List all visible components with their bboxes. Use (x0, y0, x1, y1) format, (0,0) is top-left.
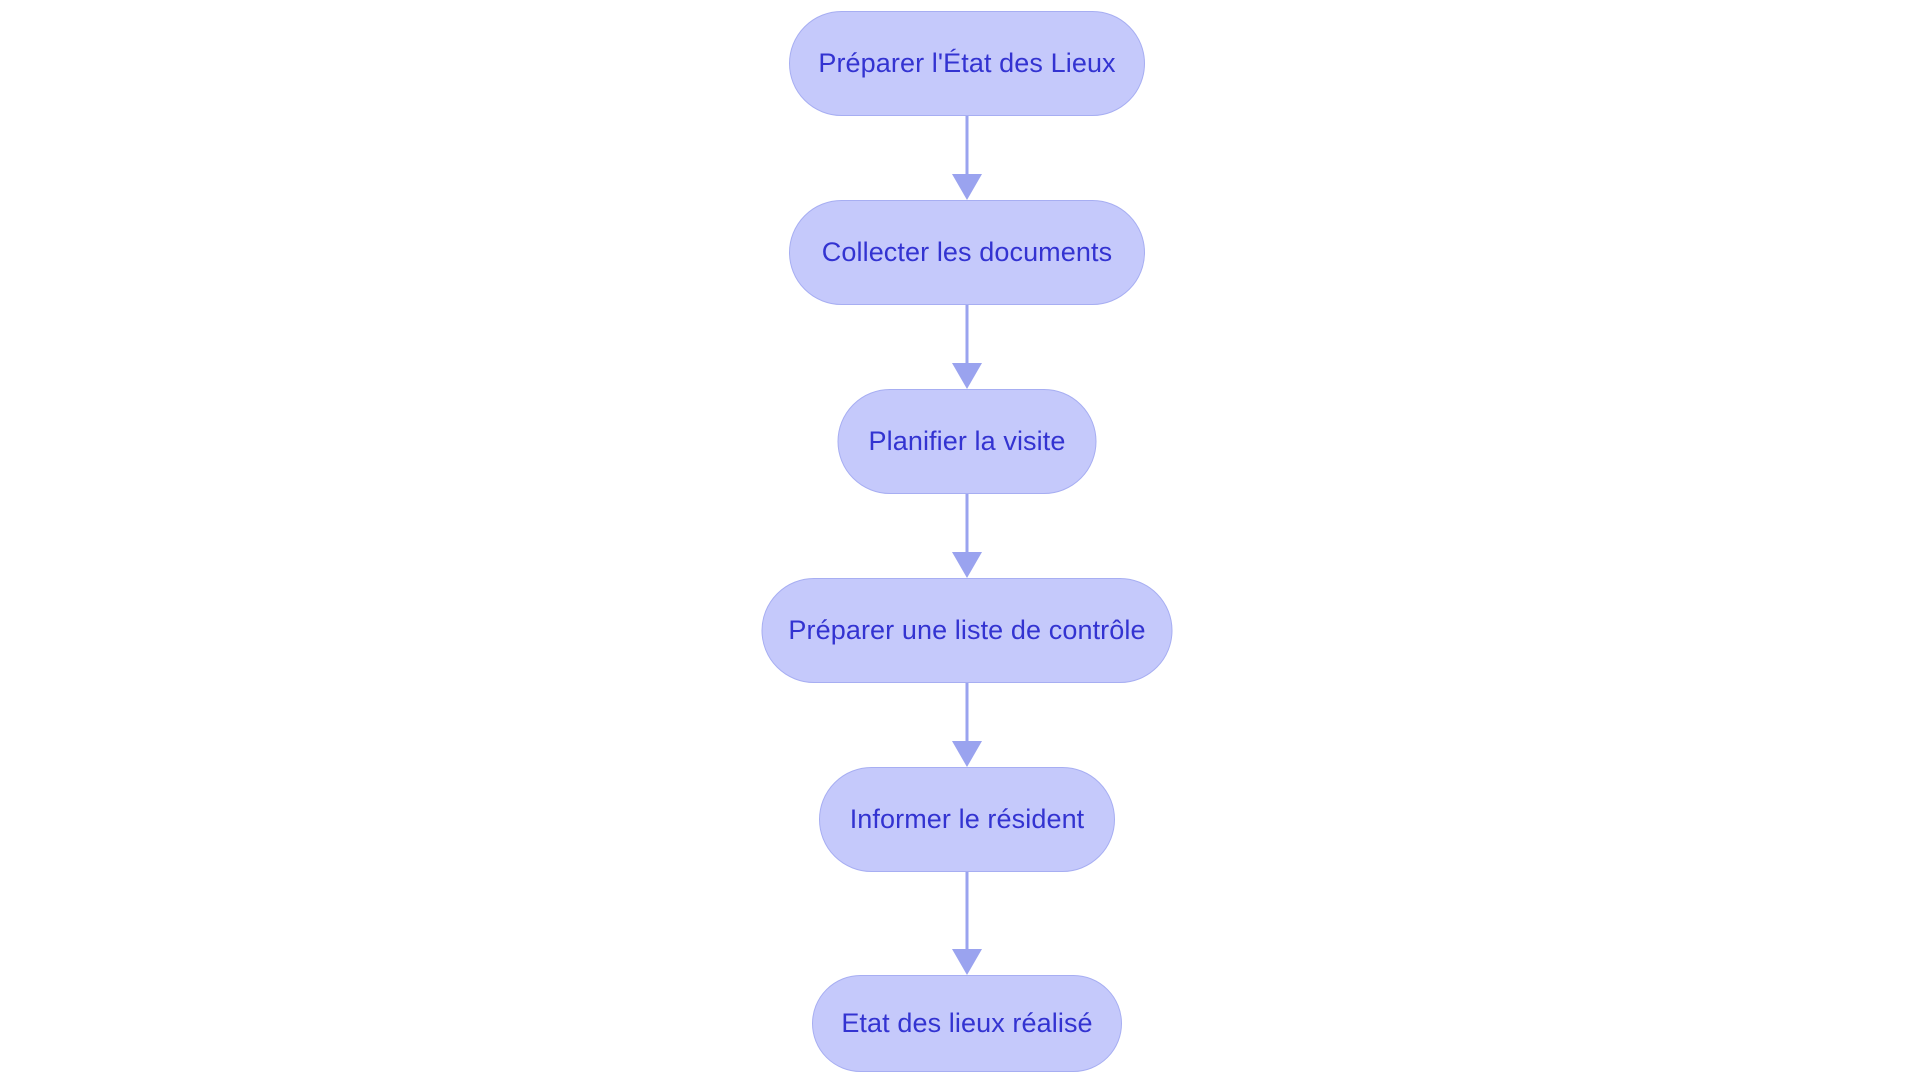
flow-arrow-graphic (952, 872, 982, 975)
flow-node-5[interactable]: Informer le résident (819, 767, 1115, 872)
flow-arrow (952, 683, 982, 767)
flow-arrow (952, 494, 982, 578)
flow-node-1[interactable]: Préparer l'État des Lieux (789, 11, 1145, 116)
flow-node-label: Etat des lieux réalisé (841, 1008, 1093, 1038)
arrowhead (952, 363, 982, 389)
arrowhead (952, 174, 982, 200)
flow-node-label: Préparer une liste de contrôle (788, 615, 1146, 645)
flow-arrow-graphic (952, 683, 982, 767)
flow-arrow-graphic (952, 494, 982, 578)
arrowhead (952, 949, 982, 975)
flow-arrow (952, 872, 982, 975)
flow-arrow (952, 116, 982, 200)
flow-node-label: Préparer l'État des Lieux (818, 48, 1116, 78)
flow-node-label: Informer le résident (849, 804, 1085, 834)
arrowhead (952, 741, 982, 767)
arrowhead (952, 552, 982, 578)
flow-node-label: Planifier la visite (868, 426, 1066, 456)
flow-arrow (952, 305, 982, 389)
flow-node-3[interactable]: Planifier la visite (837, 389, 1097, 494)
flow-arrow-graphic (952, 116, 982, 200)
flow-arrow-graphic (952, 305, 982, 389)
flow-node-4[interactable]: Préparer une liste de contrôle (761, 578, 1173, 683)
flow-node-label: Collecter les documents (821, 237, 1113, 267)
flow-node-2[interactable]: Collecter les documents (789, 200, 1145, 305)
flow-node-6[interactable]: Etat des lieux réalisé (812, 975, 1122, 1072)
